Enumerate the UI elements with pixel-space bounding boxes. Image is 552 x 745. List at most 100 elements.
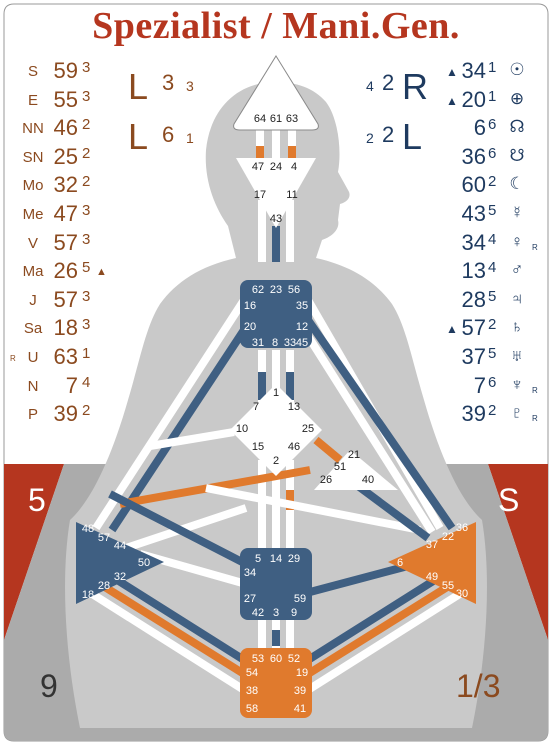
variable-design-bottom-num: 6 — [162, 122, 175, 147]
ajna-center — [236, 158, 316, 228]
line-number: 6 — [488, 144, 497, 162]
line-number: 2 — [82, 402, 91, 420]
planet-symbol: ⊕ — [509, 88, 525, 108]
gate-throat-label: 35 — [296, 300, 308, 312]
gate-number: 43 — [461, 201, 486, 226]
exaltation-marker: ▲ — [446, 93, 458, 108]
gate-number: 59 — [53, 58, 78, 83]
root-center — [240, 648, 312, 718]
gate-number: 39 — [53, 401, 78, 427]
gate-number: 32 — [53, 172, 78, 198]
variable-personality-top-arrow: R — [402, 66, 428, 107]
exaltation-marker: ▲ — [446, 322, 458, 337]
gate-spleen-label: 57 — [98, 532, 110, 544]
gate-throat-label: 20 — [244, 321, 256, 333]
retrograde-marker: R — [532, 385, 538, 395]
gate-number: 63 — [53, 344, 78, 369]
corner-bottom-right: 1/3 — [456, 668, 501, 704]
planet-symbol: NN — [22, 120, 44, 138]
gate-spleen-label: 28 — [98, 580, 110, 592]
planet-symbol: Me — [22, 206, 44, 223]
variable-design-bottom-arrow: L — [128, 116, 149, 157]
gate-head-label: 64 — [254, 113, 266, 125]
gate-ajna-label: 11 — [286, 189, 297, 201]
planet-symbol: ♄ — [510, 317, 524, 337]
gate-root-label: 58 — [246, 703, 258, 715]
variable-personality-bottom-sub: 2 — [366, 130, 374, 146]
planet-symbol: S — [27, 63, 38, 80]
gate-g-label: 10 — [236, 423, 248, 435]
line-number: 6 — [488, 116, 497, 134]
gate-solar-label: 55 — [442, 580, 454, 592]
line-number: 3 — [82, 287, 91, 305]
planet-symbol: ☿ — [510, 203, 524, 222]
gate-root-label: 39 — [294, 685, 306, 697]
line-number: 5 — [488, 202, 497, 219]
head-center — [233, 55, 319, 131]
line-number: 2 — [488, 316, 497, 334]
line-number: 1 — [488, 59, 497, 76]
chart-title: Spezialist / Mani.Gen. — [92, 5, 460, 47]
planet-symbol: ♅ — [510, 346, 524, 365]
gate-number: 34 — [461, 229, 486, 255]
gate-number: 6 — [473, 115, 486, 141]
gate-heart-label: 40 — [362, 474, 374, 486]
gate-sacral-label: 3 — [273, 607, 279, 619]
retrograde-marker: R — [532, 242, 538, 252]
gate-number: 57 — [53, 229, 78, 255]
gate-heart-label: 26 — [320, 474, 332, 486]
line-number: 2 — [488, 402, 497, 420]
line-number: 1 — [82, 345, 91, 362]
exaltation-marker: ▲ — [446, 65, 458, 79]
gate-root-label: 38 — [246, 685, 258, 697]
gate-number: 57 — [461, 315, 486, 341]
gate-number: 60 — [461, 172, 486, 198]
gate-ajna-label: 43 — [270, 213, 282, 225]
gate-number: 20 — [461, 86, 486, 112]
gate-root-label: 19 — [296, 667, 308, 679]
gate-spleen-label: 50 — [138, 557, 150, 569]
gate-number: 34 — [461, 58, 486, 83]
gate-ajna-label: 17 — [254, 189, 266, 201]
gate-head-label: 61 — [270, 113, 282, 125]
gate-spleen-label: 18 — [82, 589, 94, 601]
g-center — [230, 384, 322, 476]
line-number: 5 — [488, 287, 497, 305]
variable-personality-top-num: 2 — [382, 70, 395, 95]
gate-g-label: 1 — [273, 387, 279, 399]
planet-symbol: SN — [22, 148, 44, 166]
gate-root-label: 52 — [288, 653, 300, 665]
gate-solar-label: 37 — [426, 539, 438, 551]
gate-spleen-label: 32 — [114, 571, 126, 583]
gate-number: 18 — [53, 315, 78, 341]
gate-sacral-label: 42 — [252, 607, 264, 619]
spleen-center — [76, 522, 164, 604]
gate-root-label: 54 — [246, 667, 258, 679]
planet-symbol: ♇ — [510, 403, 524, 423]
corner-right-mid: S — [498, 482, 520, 518]
heart-center — [314, 450, 398, 490]
line-number: 1 — [488, 87, 497, 105]
gate-sacral-label: 34 — [244, 567, 256, 579]
gate-heart-label: 21 — [348, 449, 360, 461]
gate-sacral-label: 9 — [291, 607, 297, 619]
gate-number: 37 — [461, 344, 486, 369]
gate-sacral-label: 59 — [294, 593, 306, 605]
gate-number: 57 — [53, 286, 78, 312]
gate-number: 46 — [53, 115, 78, 141]
retrograde-marker: R — [10, 354, 16, 363]
